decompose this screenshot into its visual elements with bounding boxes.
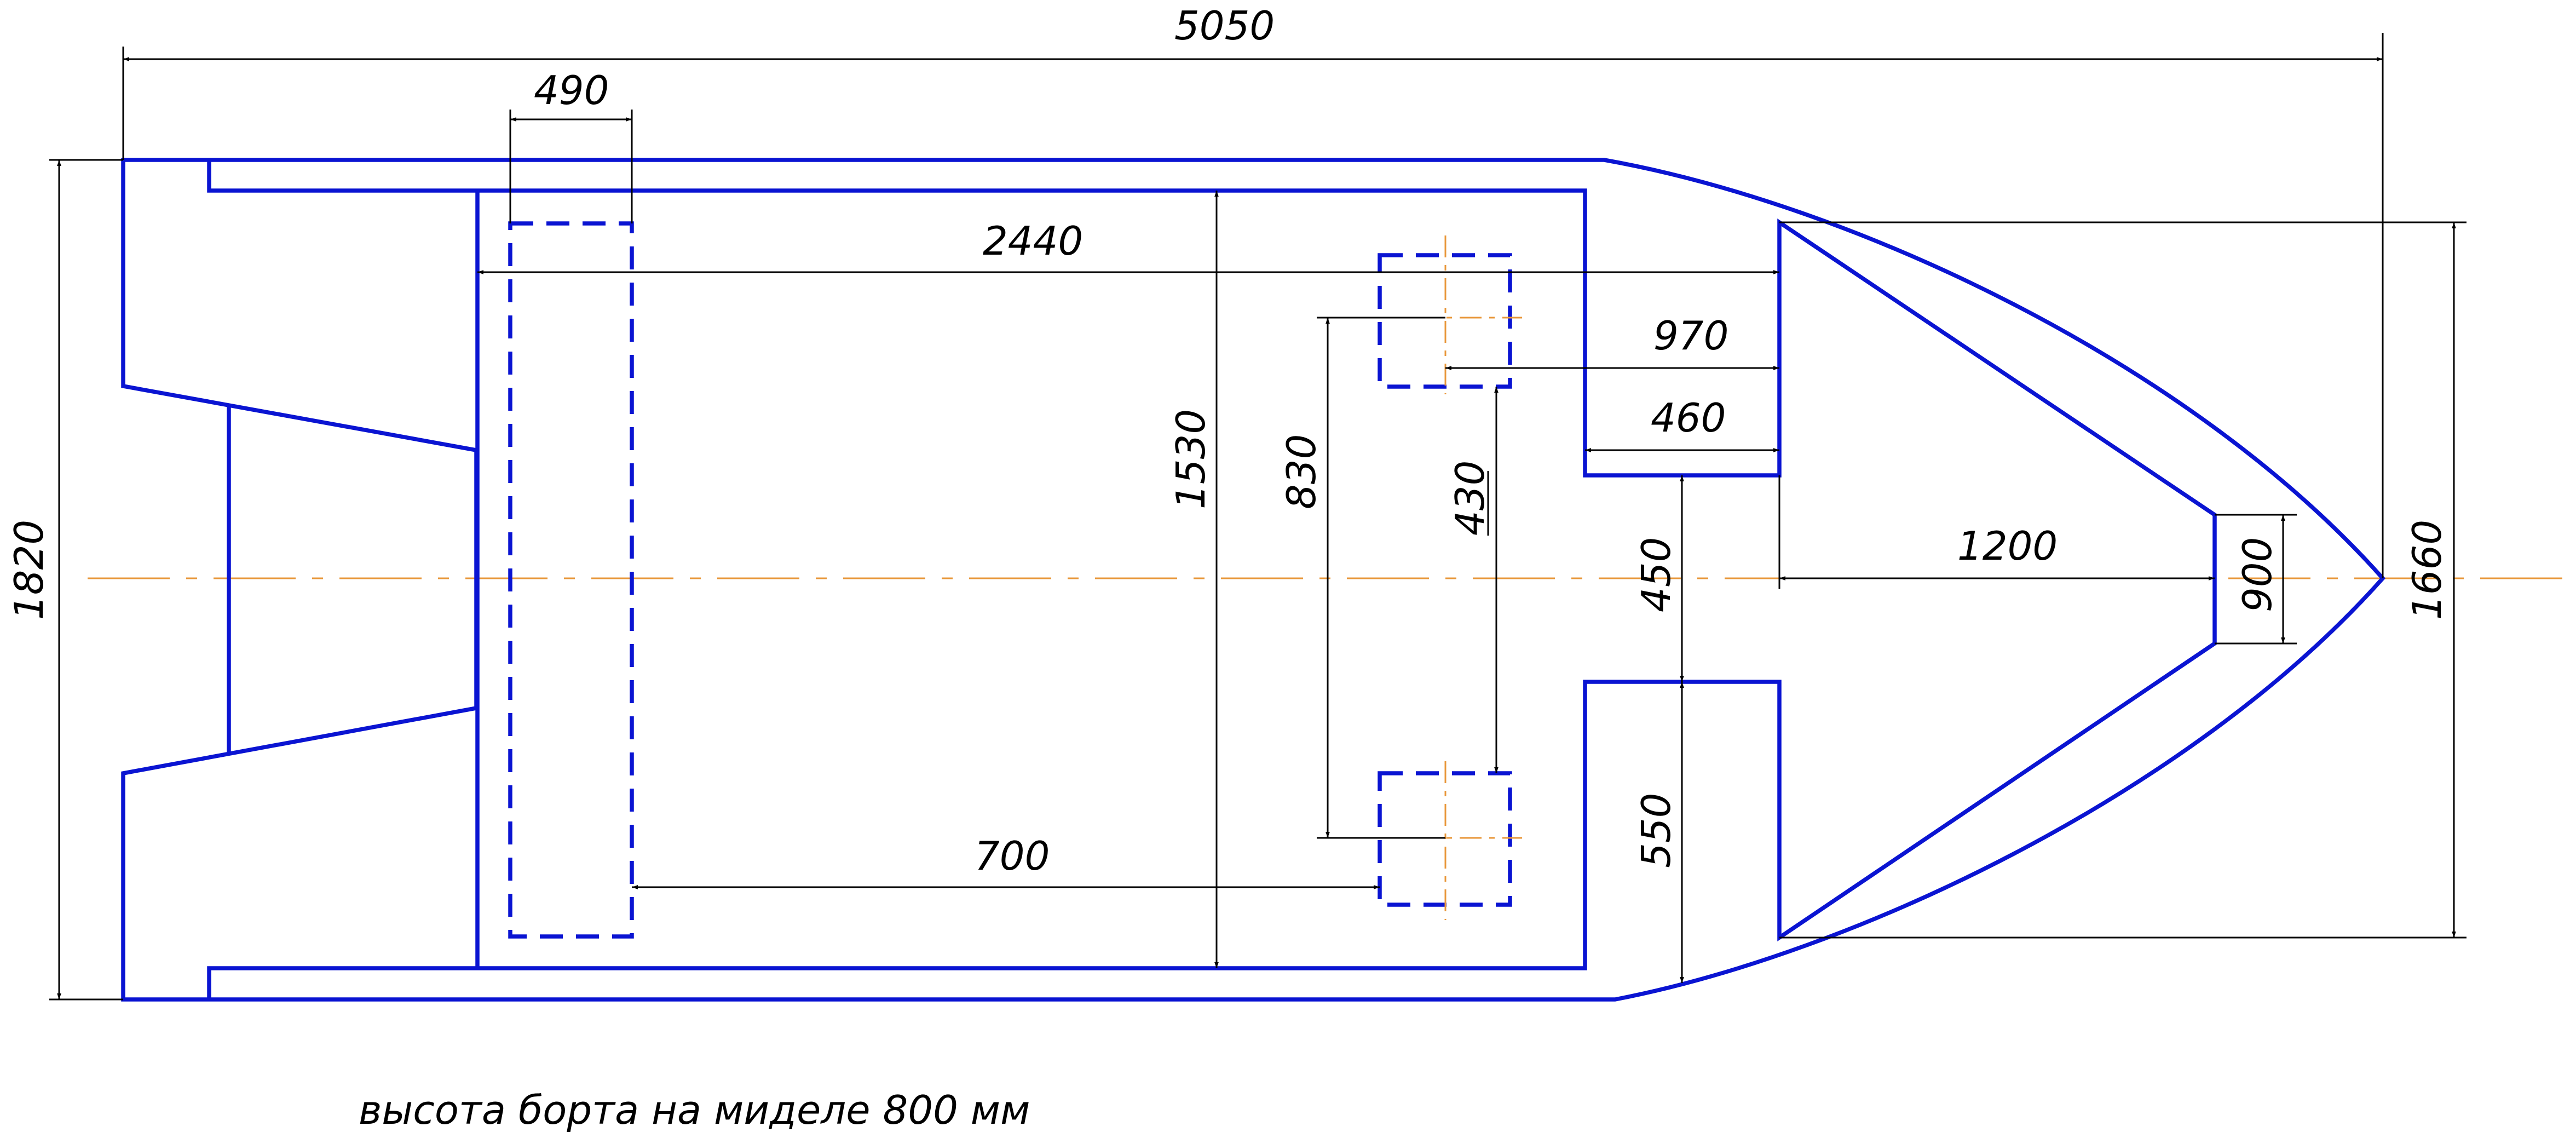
seat-outline xyxy=(508,221,634,939)
dim-bow-width: 1660 xyxy=(2404,520,2450,620)
outer-hull xyxy=(121,158,2386,1002)
dim-overall-width: 1820 xyxy=(6,520,52,620)
dim-bow-deck-length: 1200 xyxy=(1957,523,2058,569)
dim-console-width: 550 xyxy=(1633,793,1679,868)
height-note: высота борта на миделе 800 мм xyxy=(359,1087,1030,1133)
dim-inner-width: 1530 xyxy=(1168,409,1214,509)
dim-bow-deck-width: 900 xyxy=(2234,537,2280,612)
dim-seat-to-fixture: 700 xyxy=(975,833,1050,879)
dim-fixture-spacing: 830 xyxy=(1278,434,1324,509)
dimension-lines xyxy=(57,57,2456,999)
dim-overall-length: 5050 xyxy=(1174,3,1275,49)
dim-center-gap: 450 xyxy=(1633,537,1679,612)
dim-inner-length: 2440 xyxy=(983,218,1083,264)
dim-console-depth: 460 xyxy=(1651,395,1726,441)
dim-seat-width: 490 xyxy=(534,67,609,113)
dim-fixture-to-bow: 970 xyxy=(1653,313,1728,359)
extension-lines xyxy=(49,33,2466,1001)
fixture-top xyxy=(1378,253,1512,389)
dim-fixture-offset: 430 xyxy=(1447,461,1493,536)
